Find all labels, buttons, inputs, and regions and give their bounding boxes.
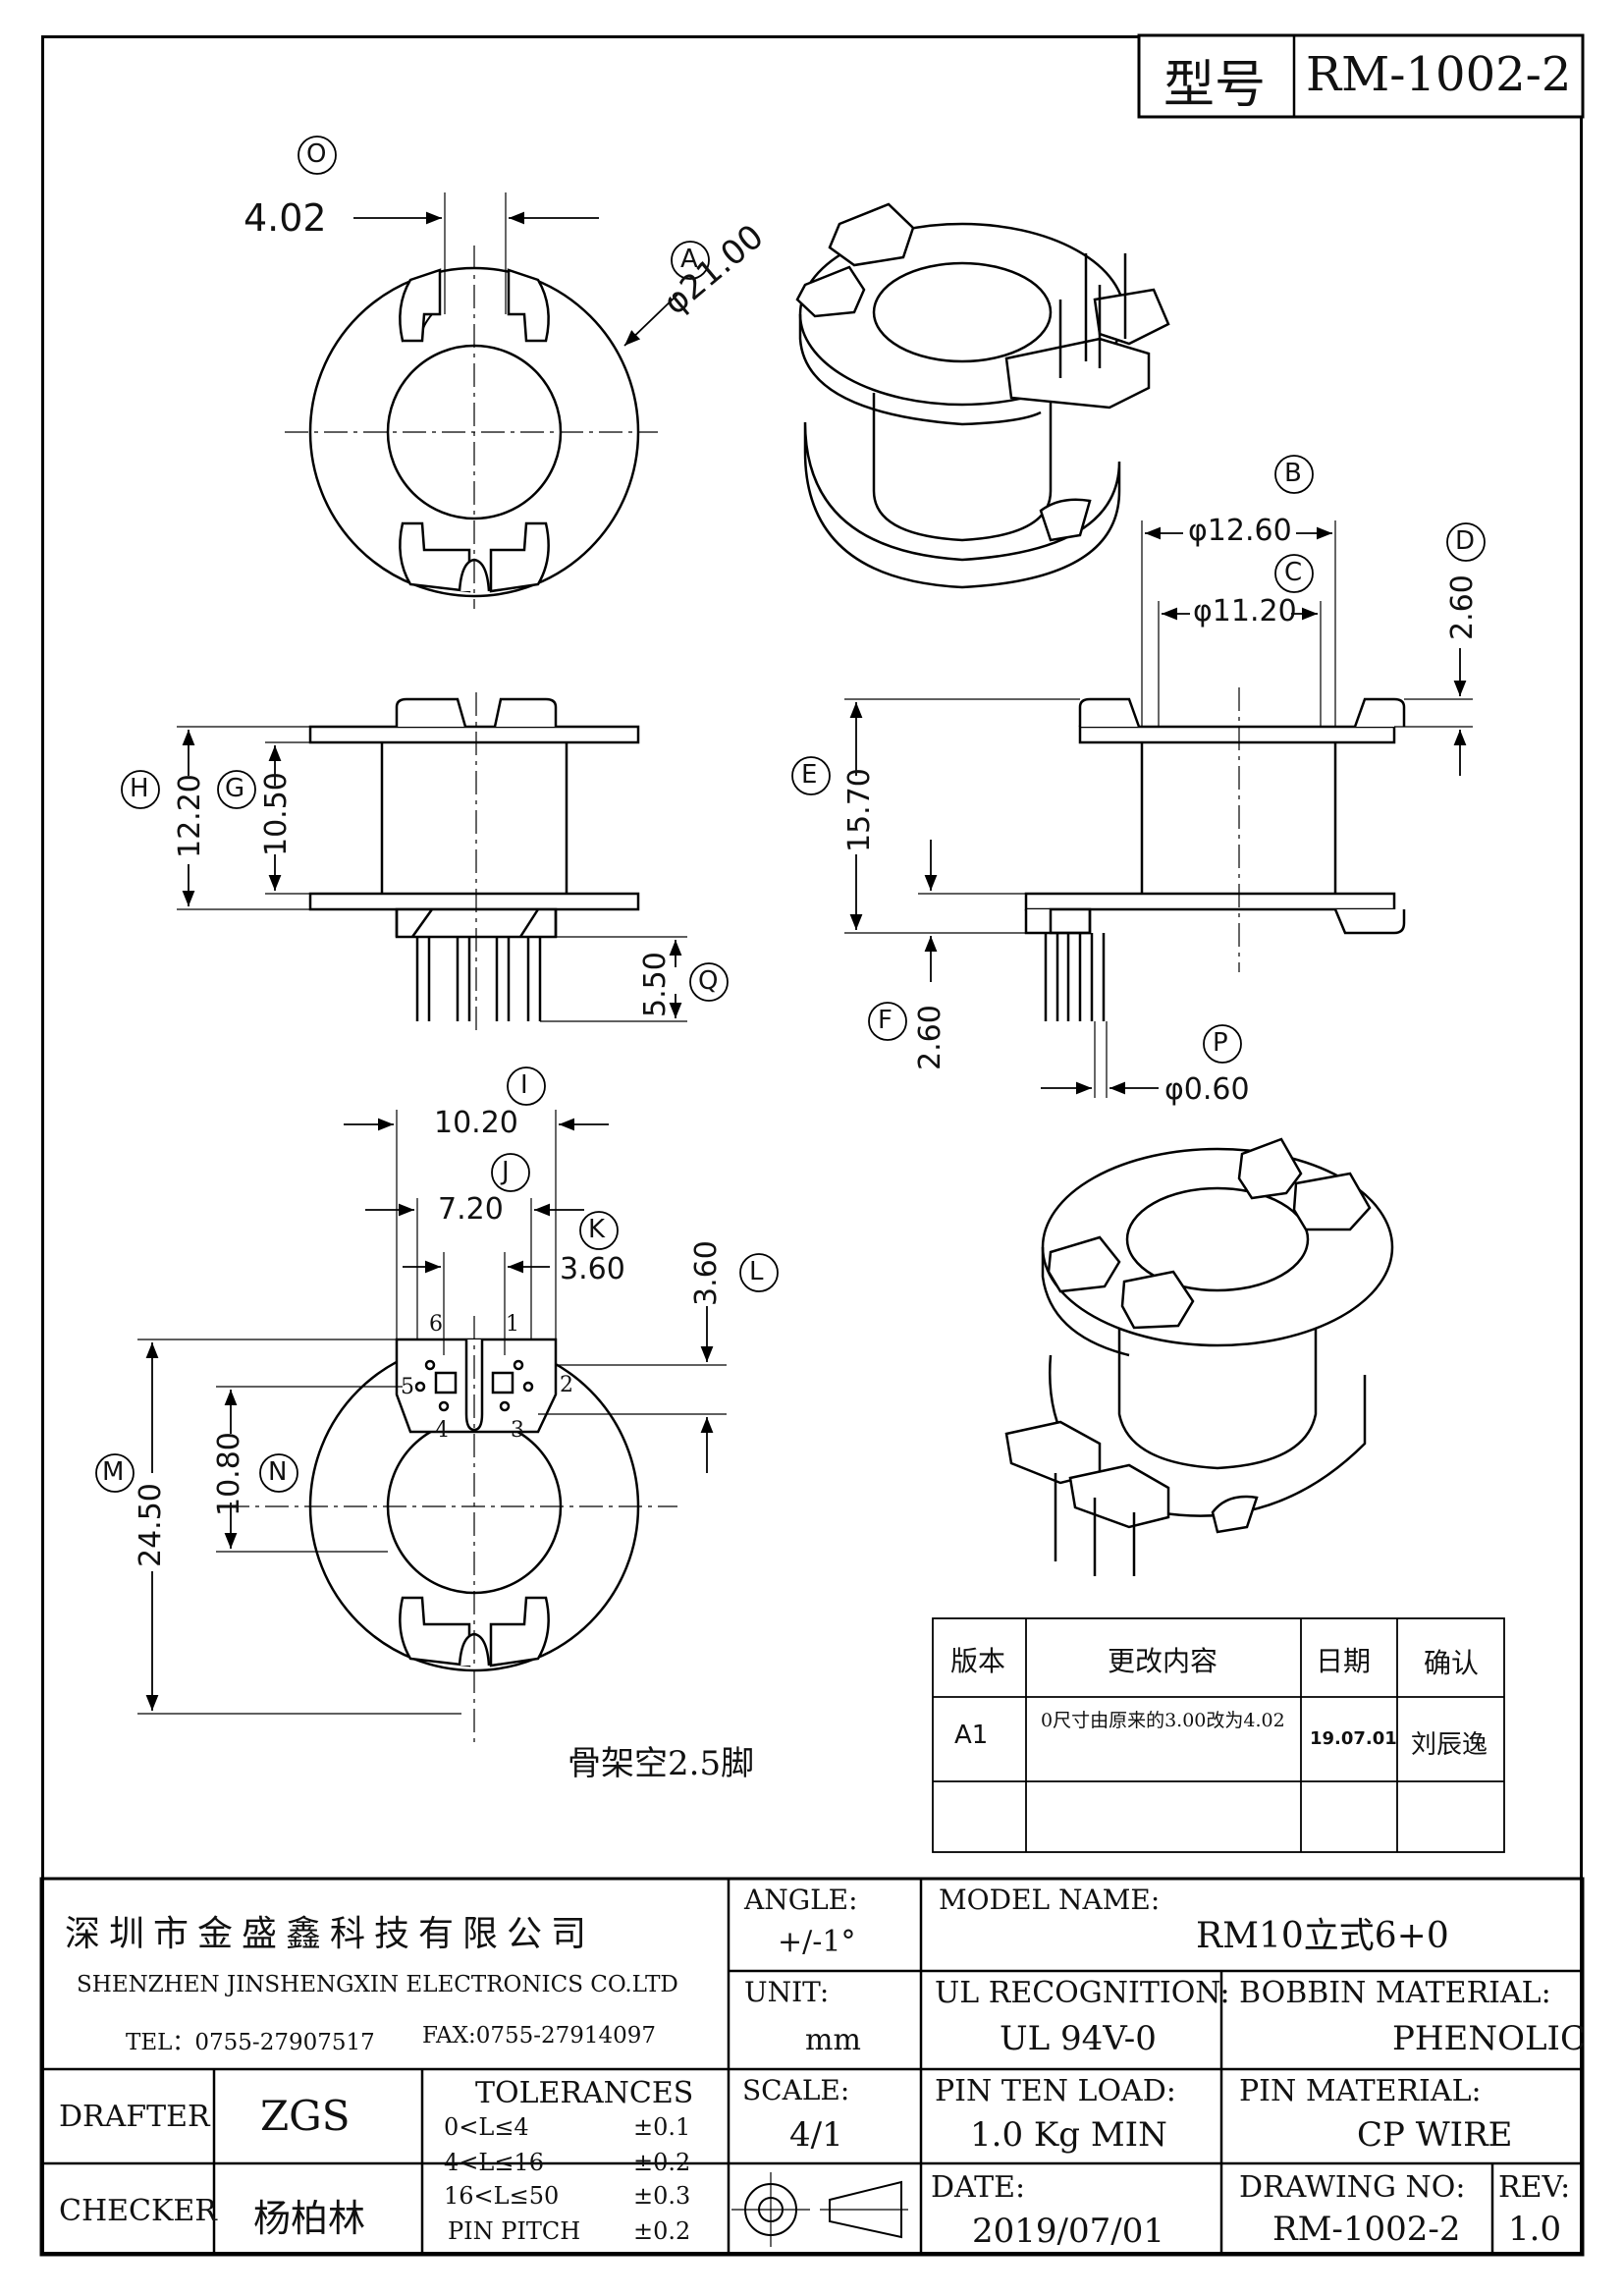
dimension-tags	[95, 136, 1486, 1493]
side-view	[844, 520, 1473, 1098]
rev-row-content: 0尺寸由原来的3.00改为4.02	[1041, 1710, 1285, 1731]
dim-value-b: φ12.60	[1188, 514, 1292, 548]
model-name-value: RM10立式6+0	[1196, 1916, 1449, 1956]
scale-label: SCALE:	[742, 2074, 850, 2106]
checker-value: 杨柏林	[253, 2197, 366, 2240]
dim-tag-l: L	[749, 1257, 764, 1286]
pin-number-6: 6	[429, 1312, 443, 1337]
drawing-no-label: DRAWING NO:	[1239, 2170, 1466, 2205]
dim-tag-i: I	[520, 1070, 528, 1100]
date-value: 2019/07/01	[972, 2212, 1164, 2251]
pin-number-3: 3	[511, 1418, 524, 1443]
dim-value-o: 4.02	[243, 196, 327, 240]
dim-tag-p: P	[1213, 1028, 1228, 1058]
dim-value-f: 2.60	[913, 1005, 947, 1070]
dim-tag-n: N	[268, 1457, 288, 1487]
dim-tag-f: F	[878, 1006, 893, 1035]
drafter-label: DRAFTER	[59, 2100, 210, 2134]
dim-value-n: 10.80	[212, 1432, 246, 1516]
company-name-cn: 深圳市金盛鑫科技有限公司	[65, 1914, 596, 1954]
angle-label: ANGLE:	[744, 1884, 858, 1916]
unit-value: mm	[805, 2023, 861, 2057]
dim-value-i: 10.20	[434, 1106, 518, 1140]
tolerance-value-1: ±0.1	[633, 2113, 691, 2141]
model-tag-value: RM-1002-2	[1306, 47, 1572, 102]
bottom-view	[137, 1110, 727, 1748]
pin-ten-load-label: PIN TEN LOAD:	[935, 2074, 1176, 2108]
tolerance-range-2: 4<L≤16	[444, 2149, 544, 2176]
tolerance-range-4: PIN PITCH	[448, 2217, 581, 2245]
drafter-value: ZGS	[260, 2092, 351, 2140]
date-label: DATE:	[931, 2170, 1026, 2205]
pin-material-label: PIN MATERIAL:	[1239, 2074, 1482, 2108]
dim-tag-o: O	[306, 139, 327, 169]
model-name-label: MODEL NAME:	[939, 1884, 1161, 1916]
dim-tag-j: J	[502, 1157, 510, 1186]
tolerance-value-4: ±0.2	[633, 2217, 691, 2245]
front-view	[177, 692, 687, 1031]
dim-value-m: 24.50	[134, 1483, 168, 1567]
dim-tag-c: C	[1284, 558, 1303, 587]
dim-value-e: 15.70	[842, 768, 877, 852]
projection-symbol-icon	[731, 2172, 908, 2247]
dim-tag-m: M	[102, 1457, 125, 1487]
top-view	[285, 192, 678, 609]
rev-row-confirm: 刘辰逸	[1411, 1730, 1488, 1760]
dim-tag-b: B	[1284, 459, 1302, 488]
pin-number-1: 1	[506, 1312, 519, 1337]
dim-value-k: 3.60	[560, 1252, 625, 1286]
tolerance-value-3: ±0.3	[633, 2182, 691, 2210]
dim-value-j: 7.20	[438, 1192, 504, 1227]
isometric-view-2	[1004, 1137, 1394, 1576]
dim-tag-k: K	[588, 1215, 606, 1244]
dim-value-d: 2.60	[1445, 574, 1480, 640]
rev-value: 1.0	[1508, 2210, 1562, 2249]
isometric-view-1	[795, 202, 1170, 589]
dim-value-l: 3.60	[689, 1240, 724, 1306]
pin-ten-load-value: 1.0 Kg MIN	[970, 2115, 1167, 2155]
tolerances-label: TOLERANCES	[475, 2076, 694, 2110]
dim-tag-a: A	[680, 245, 698, 274]
company-tel: TEL：0755-27907517	[126, 2030, 375, 2055]
tolerance-value-2: ±0.2	[633, 2149, 691, 2176]
pin-number-4: 4	[435, 1418, 449, 1443]
rev-row-version: A1	[954, 1721, 989, 1750]
title-block-grid	[39, 33, 1585, 2257]
drawing-no-value: RM-1002-2	[1272, 2210, 1461, 2249]
dim-tag-e: E	[801, 760, 818, 790]
dim-value-c: φ11.20	[1193, 594, 1297, 629]
dim-tag-q: Q	[698, 966, 719, 996]
dim-value-p: φ0.60	[1164, 1072, 1250, 1107]
dim-value-g: 10.50	[259, 772, 294, 856]
model-tag-label: 型号	[1163, 56, 1267, 115]
bobbin-material-value: PHENOLIC	[1392, 2019, 1586, 2058]
pin-number-2: 2	[560, 1373, 573, 1397]
dim-value-q: 5.50	[638, 952, 673, 1017]
unit-label: UNIT:	[744, 1976, 830, 2008]
company-fax: FAX:0755-27914097	[422, 2023, 657, 2049]
pin-number-5: 5	[401, 1375, 414, 1399]
checker-label: CHECKER	[59, 2194, 217, 2228]
rev-header-content: 更改内容	[1108, 1645, 1218, 1677]
dim-value-h: 12.20	[173, 774, 207, 858]
dim-tag-h: H	[130, 774, 149, 803]
rev-header-version: 版本	[950, 1645, 1006, 1677]
rev-label: REV:	[1498, 2170, 1571, 2205]
angle-value: +/-1°	[778, 1925, 856, 1959]
drawing-note: 骨架空2.5脚	[568, 1744, 755, 1783]
scale-value: 4/1	[789, 2115, 843, 2155]
tolerance-range-3: 16<L≤50	[444, 2182, 560, 2210]
company-name-en: SHENZHEN JINSHENGXIN ELECTRONICS CO.LTD	[77, 1972, 678, 1997]
bobbin-material-label: BOBBIN MATERIAL:	[1239, 1976, 1551, 2010]
dim-tag-d: D	[1455, 526, 1476, 556]
dim-tag-g: G	[225, 774, 245, 803]
ul-recognition-value: UL 94V-0	[1000, 2019, 1157, 2058]
tolerance-range-1: 0<L≤4	[444, 2113, 529, 2141]
rev-row-date: 19.07.01	[1310, 1728, 1397, 1749]
rev-header-date: 日期	[1316, 1645, 1372, 1677]
pin-material-value: CP WIRE	[1357, 2115, 1513, 2155]
rev-header-confirm: 确认	[1424, 1647, 1480, 1679]
ul-recognition-label: UL RECOGNITION:	[935, 1976, 1230, 2010]
